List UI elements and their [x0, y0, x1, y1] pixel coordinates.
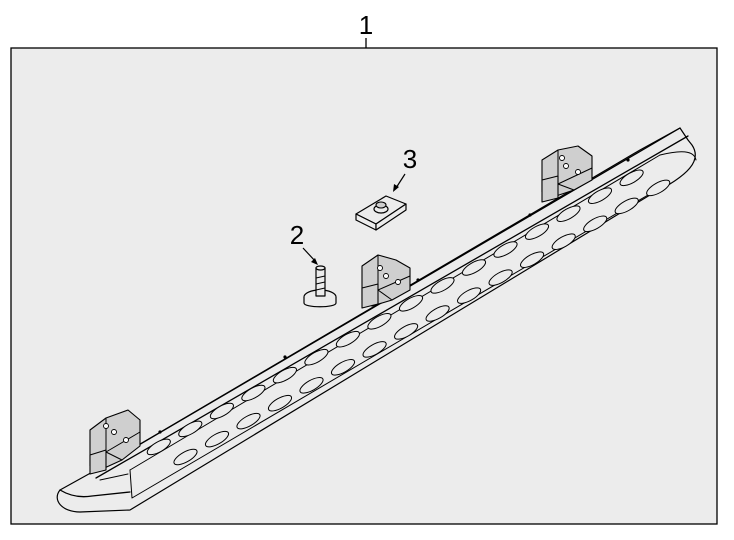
callout-3-leader — [395, 173, 406, 189]
tread-pad — [493, 241, 518, 258]
tread-pad — [457, 287, 482, 304]
tread-pad — [461, 259, 487, 276]
tread-pad — [430, 277, 455, 294]
tread-pad — [488, 269, 513, 286]
tread-pad — [583, 215, 608, 233]
tread-pad — [551, 233, 576, 250]
callout-2-label: 2 — [290, 220, 304, 250]
tread-pad — [209, 402, 234, 420]
tread-pad — [299, 377, 324, 394]
callout-2-arrowhead — [311, 258, 318, 265]
callout-3-label: 3 — [403, 144, 417, 174]
tread-pad — [178, 420, 203, 438]
tread-pad — [587, 187, 613, 204]
tread-pad — [520, 251, 545, 268]
tread-pad — [204, 430, 230, 448]
part-3-clip-nut — [355, 195, 407, 231]
tread-pad — [362, 341, 387, 358]
tread-pad — [367, 313, 392, 330]
bracket-middle — [361, 254, 411, 309]
tread-pad — [614, 197, 639, 215]
tread-pad — [236, 412, 261, 430]
tread-pad — [524, 223, 550, 240]
tread-pad — [173, 448, 198, 466]
tread-pad — [556, 205, 581, 222]
callout-1-label: 1 — [359, 10, 373, 40]
tread-pad — [241, 384, 266, 402]
tread-pad — [335, 330, 360, 348]
callout-3-arrowhead — [393, 184, 399, 192]
tread-pad — [330, 359, 356, 376]
tread-pad — [394, 323, 419, 340]
bracket-left — [89, 409, 141, 475]
tread-pad — [146, 438, 171, 456]
tread-pad — [646, 179, 671, 197]
tread-pad — [304, 348, 329, 366]
tread-pad — [267, 394, 293, 412]
tread-pad — [425, 305, 450, 322]
part-2-bolt — [303, 265, 337, 308]
tread-pad — [619, 169, 644, 187]
tread-pad — [272, 366, 297, 384]
tread-pads — [146, 169, 671, 466]
tread-pad — [398, 295, 424, 312]
bracket-right — [541, 145, 593, 203]
